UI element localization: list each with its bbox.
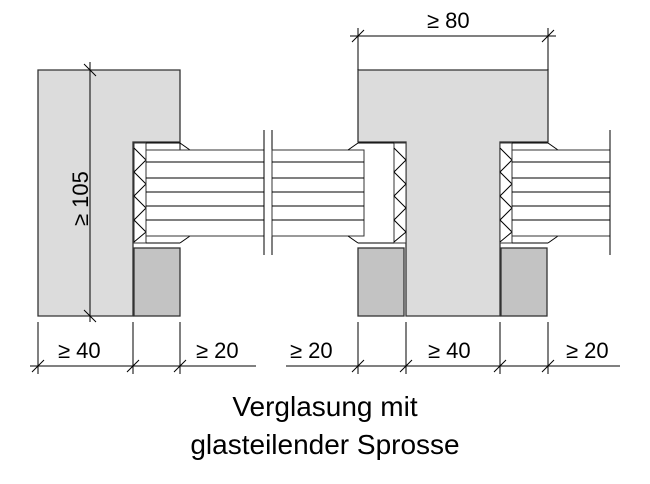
right-glass-unit — [511, 149, 611, 237]
dimension-label-mullion-bead-left: ≥ 20 — [290, 338, 333, 363]
mullion-seal-left — [393, 142, 407, 244]
dimension-label-left-frame: ≥ 40 — [58, 338, 101, 363]
dimension-label-mullion-bead-right: ≥ 20 — [566, 338, 609, 363]
left-glass-unit — [145, 149, 265, 237]
dimension-left-height: ≥ 105 — [68, 62, 97, 323]
dimension-mullion-top: ≥ 80 — [350, 8, 556, 70]
dimension-label-mullion-top: ≥ 80 — [427, 8, 470, 33]
mullion-bead-right — [500, 247, 548, 317]
left-glazing-bead — [133, 247, 181, 317]
mullion-bead-left — [357, 247, 405, 317]
dimension-label-left-bead: ≥ 20 — [196, 338, 239, 363]
mullion-profile — [357, 69, 549, 317]
caption-line-2: glasteilender Sprosse — [190, 429, 459, 460]
dimension-label-left-height: ≥ 105 — [68, 171, 93, 226]
center-glass-unit — [271, 149, 365, 237]
caption-line-1: Verglasung mit — [232, 391, 417, 422]
dimension-bottom-chain: ≥ 40 ≥ 20 ≥ 20 ≥ 40 ≥ 20 — [30, 322, 620, 374]
left-frame-profile — [37, 69, 181, 317]
dimension-label-mullion-width: ≥ 40 — [428, 338, 471, 363]
